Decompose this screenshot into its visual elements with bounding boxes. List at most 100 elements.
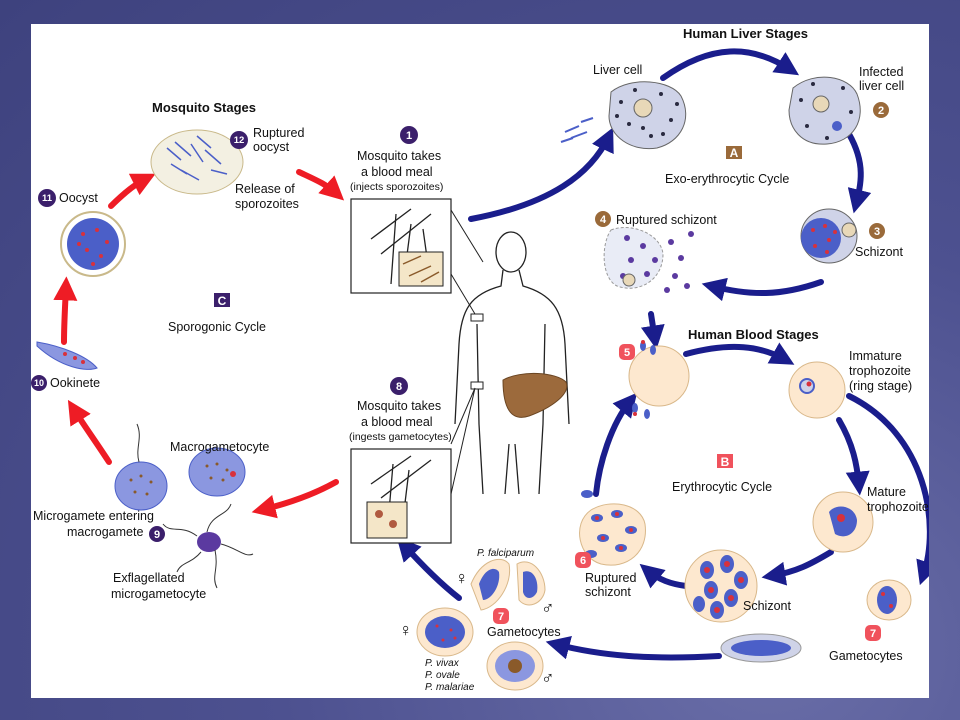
label-p-vivax: P. vivax xyxy=(425,658,460,669)
ruptured-oocyst xyxy=(150,129,244,195)
step11-label: Oocyst xyxy=(59,191,98,205)
step9-line1: Microgamete entering xyxy=(33,509,154,523)
falciparum-gametocytes xyxy=(470,559,546,611)
male-symbol-1: ♂ xyxy=(541,598,555,618)
svg-text:2: 2 xyxy=(878,105,884,117)
human-body-icon xyxy=(454,231,570,495)
label-immature-3: (ring stage) xyxy=(849,379,912,393)
label-exflag-1: Exflagellated xyxy=(113,571,185,585)
step1-line2: a blood meal xyxy=(361,165,433,179)
step-badge-8: 8 xyxy=(390,377,408,395)
blood-schizont-rbc xyxy=(684,549,758,623)
mature-trophozoite-rbc xyxy=(812,491,874,553)
svg-text:9: 9 xyxy=(154,529,160,541)
arrow-gamete-to-ookinete xyxy=(67,399,112,465)
svg-text:C: C xyxy=(218,294,227,308)
step-badges: 1 2 3 4 5 6 7 7 8 9 10 11 12 xyxy=(31,102,889,641)
arrow-schizont-to-rupture xyxy=(701,277,824,302)
merozoite-rbc xyxy=(628,340,690,419)
step8-line2: a blood meal xyxy=(361,415,433,429)
svg-text:4: 4 xyxy=(600,214,607,226)
step-badge-4: 4 xyxy=(595,211,611,227)
label-release-1: Release of xyxy=(235,182,295,196)
human-cycle-arrows xyxy=(396,48,940,661)
svg-text:B: B xyxy=(721,455,730,469)
female-symbol-1: ♀ xyxy=(455,568,469,588)
vivax-gametocytes xyxy=(416,607,544,691)
label-mature-2: trophozoite xyxy=(867,500,929,514)
svg-text:A: A xyxy=(730,146,739,160)
arrow-bloodmeal-to-liver xyxy=(468,127,614,222)
step-badge-2: 2 xyxy=(873,102,889,118)
svg-text:12: 12 xyxy=(234,135,245,146)
liver-organ-icon xyxy=(502,372,568,418)
step10-label: Ookinete xyxy=(50,376,100,390)
microgamete-entering xyxy=(114,423,168,511)
arrow-gametocyte-to-pair xyxy=(545,636,722,661)
label-immature-2: trophozoite xyxy=(849,364,911,378)
step-badge-3: 3 xyxy=(869,223,885,239)
label-erythrocytic-cycle: Erythrocytic Cycle xyxy=(672,480,772,494)
arrow-ruptured-to-merozoite xyxy=(593,392,638,497)
label-release-2: sporozoites xyxy=(235,197,299,211)
arrow-ring-to-mature xyxy=(836,417,870,496)
svg-text:7: 7 xyxy=(870,628,876,640)
step-badge-10: 10 xyxy=(31,375,47,391)
ring-stage-rbc xyxy=(788,361,846,419)
ookinete xyxy=(36,341,98,370)
macrogametocyte xyxy=(188,447,246,497)
step-badge-7b: 7 xyxy=(493,608,509,624)
malaria-lifecycle-diagram: 1 2 3 4 5 6 7 7 8 9 10 11 12 A B C Mosqu… xyxy=(31,26,940,693)
cycle-badge-C: C xyxy=(214,293,230,308)
svg-text:8: 8 xyxy=(396,381,402,393)
mosquito-cycle-arrows xyxy=(53,169,345,519)
exflagellated-microgametocyte xyxy=(162,503,254,589)
label-p-ovale: P. ovale xyxy=(425,670,460,681)
step1-line1: Mosquito takes xyxy=(357,149,441,163)
bloodmeal-ingest-box xyxy=(350,448,452,544)
bite-site-lower xyxy=(470,381,484,390)
step7-label-blood: Gametocytes xyxy=(829,649,903,663)
male-symbol-2: ♂ xyxy=(541,668,555,688)
step-badge-9: 9 xyxy=(149,526,165,542)
step-badge-6: 6 xyxy=(575,552,591,568)
svg-text:10: 10 xyxy=(34,378,44,388)
arrow-oocyst-to-rupture xyxy=(108,173,156,209)
cycle-badge-B: B xyxy=(717,454,733,469)
svg-text:3: 3 xyxy=(874,226,880,238)
step-badge-5: 5 xyxy=(619,344,635,360)
svg-text:11: 11 xyxy=(42,193,53,204)
female-symbol-2: ♀ xyxy=(399,620,413,640)
svg-text:5: 5 xyxy=(624,347,630,359)
arrow-bloodmeal-to-gametes xyxy=(251,479,339,519)
arrow-rupture-to-merozoite xyxy=(640,311,665,350)
svg-text:7: 7 xyxy=(498,611,504,623)
step4-label: Ruptured schizont xyxy=(616,213,717,227)
label-p-malariae: P. malariae xyxy=(425,682,475,693)
step12-line2: oocyst xyxy=(253,140,290,154)
label-mature-1: Mature xyxy=(867,485,906,499)
label-sporogonic-cycle: Sporogonic Cycle xyxy=(168,320,266,334)
label-p-falciparum: P. falciparum xyxy=(477,548,534,559)
step-badge-7a: 7 xyxy=(865,625,881,641)
step6-line1: Ruptured xyxy=(585,571,636,585)
bloodmeal-inject-box xyxy=(350,198,452,294)
ruptured-blood-schizont xyxy=(579,490,646,566)
infected-liver-cell xyxy=(788,76,861,145)
liver-ruptured-schizont xyxy=(603,226,694,293)
blood-gametocyte-rbc xyxy=(720,579,912,663)
sporozoites-icon xyxy=(560,117,594,143)
heading-human-liver-stages: Human Liver Stages xyxy=(683,26,808,41)
arrow-liver-to-infected xyxy=(660,48,800,81)
arrow-schizont-to-ruptured xyxy=(639,563,689,589)
liver-schizont xyxy=(800,208,858,264)
arrow-mature-to-schizont xyxy=(761,549,834,586)
step2-line1: Infected xyxy=(859,65,904,79)
cycle-badge-A: A xyxy=(726,146,742,160)
svg-text:1: 1 xyxy=(406,130,412,142)
label-liver-cell: Liver cell xyxy=(593,63,642,77)
arrow-ookinete-to-oocyst xyxy=(53,276,78,345)
step7-label-pairs: Gametocytes xyxy=(487,625,561,639)
step-badge-1: 1 xyxy=(400,126,418,144)
